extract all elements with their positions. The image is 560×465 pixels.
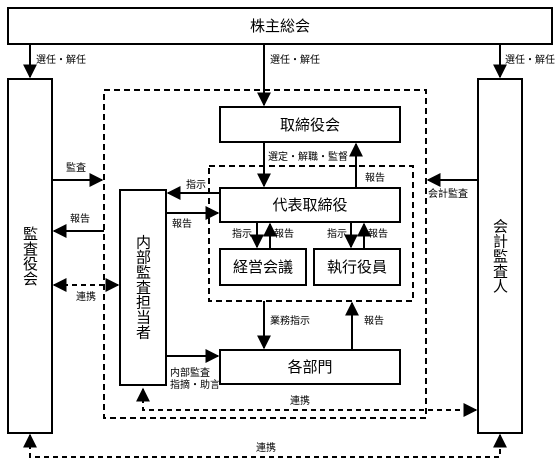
representative-director-label: 代表取締役: [272, 196, 347, 214]
departments-label: 各部門: [287, 358, 332, 376]
label-instruct-internal: 指示: [186, 178, 206, 191]
label-report-to-board: 報告: [365, 171, 385, 184]
internal-auditor-box: 内部監査担当者: [119, 189, 167, 386]
executive-officers-label: 執行役員: [327, 258, 387, 276]
label-appoint-supervise: 選定・解職・監督: [268, 150, 348, 163]
audit-board-box: 監査役会: [7, 78, 53, 434]
label-internal-audit-2: 指摘・助言: [170, 378, 220, 391]
executive-officers-box: 執行役員: [313, 248, 401, 286]
executive-frame: [208, 165, 414, 302]
label-business-instruction: 業務指示: [270, 314, 310, 327]
management-meeting-box: 経営会議: [219, 248, 307, 286]
departments-box: 各部門: [219, 349, 401, 385]
label-report-departments: 報告: [364, 314, 384, 327]
audit-board-label: 監査役会: [21, 226, 39, 286]
label-report-representative: 報告: [172, 217, 192, 230]
label-instruct-management: 指示: [232, 227, 252, 240]
arrow-cooperation-bottom: [23, 433, 507, 458]
label-report-management: 報告: [274, 227, 294, 240]
label-audit: 監査: [66, 161, 86, 174]
label-report-audit-board: 報告: [70, 212, 90, 225]
label-cooperation-internal: 連携: [76, 290, 96, 303]
label-elect-dismiss-left: 選任・解任: [36, 53, 86, 66]
board-of-directors-label: 取締役会: [280, 116, 340, 134]
accounting-auditor-box: 会計監査人: [477, 78, 523, 434]
internal-auditor-label: 内部監査担当者: [134, 235, 152, 340]
label-elect-dismiss-center: 選任・解任: [270, 53, 320, 66]
label-elect-dismiss-right: 選任・解任: [505, 53, 555, 66]
management-meeting-label: 経営会議: [233, 258, 293, 276]
accounting-auditor-label: 会計監査人: [491, 219, 509, 294]
label-cooperation-bottom: 連携: [256, 441, 276, 454]
board-of-directors-box: 取締役会: [219, 106, 401, 143]
shareholders-meeting-label: 株主総会: [250, 17, 310, 35]
label-report-executive: 報告: [368, 227, 388, 240]
label-instruct-executive: 指示: [327, 227, 347, 240]
label-cooperation-accounting: 連携: [290, 394, 310, 407]
representative-director-box: 代表取締役: [219, 187, 401, 223]
label-internal-audit-1: 内部監査: [170, 366, 210, 379]
shareholders-meeting-box: 株主総会: [7, 7, 553, 45]
label-accounting-audit: 会計監査: [428, 187, 468, 200]
arrow-cooperation-accounting: [136, 387, 478, 417]
